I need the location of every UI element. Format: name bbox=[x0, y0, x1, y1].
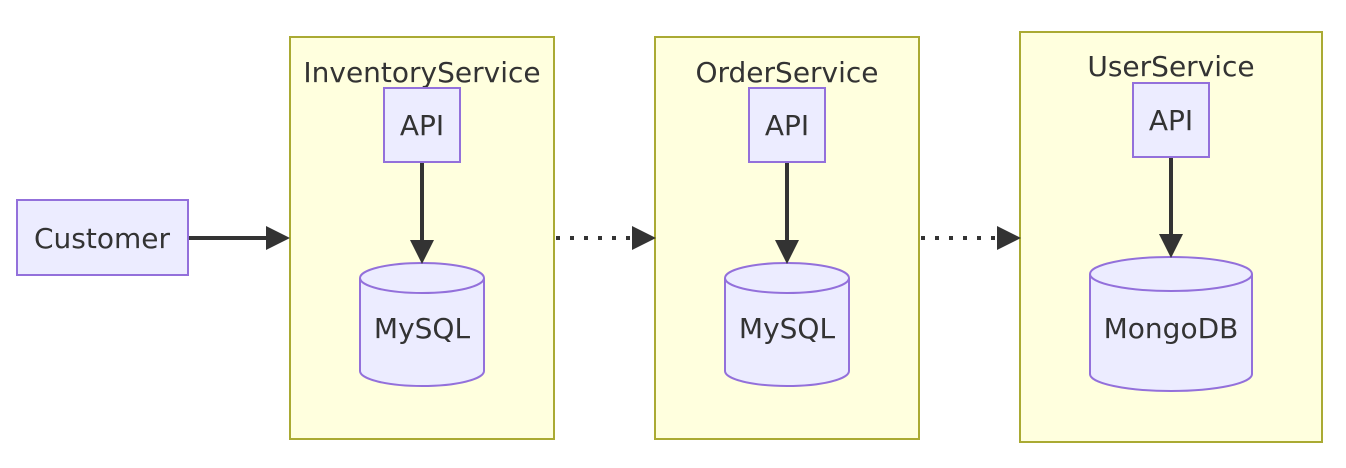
edge-customer-to-inventory bbox=[189, 226, 290, 250]
arrow-head-icon bbox=[632, 226, 656, 250]
edge-user-api-to-mongodb bbox=[1159, 158, 1183, 258]
customer-node-label: Customer bbox=[34, 222, 170, 255]
customer-node[interactable]: Customer bbox=[16, 199, 189, 276]
cluster-inventory-service-title: InventoryService bbox=[303, 56, 540, 89]
user-mongodb-label: MongoDB bbox=[1104, 312, 1239, 345]
order-mysql-cylinder-rim bbox=[724, 277, 850, 294]
user-mongodb-cylinder[interactable] bbox=[1089, 256, 1253, 392]
inventory-mysql-label: MySQL bbox=[374, 312, 471, 345]
cluster-order-service-title: OrderService bbox=[695, 56, 878, 89]
edge-order-to-user bbox=[921, 226, 1021, 250]
inventory-mysql-node[interactable]: MySQL bbox=[359, 262, 485, 387]
user-api-node-label: API bbox=[1149, 104, 1193, 137]
user-api-node-box[interactable] bbox=[1132, 82, 1210, 158]
order-api-node-box[interactable] bbox=[748, 87, 826, 163]
order-mysql-cylinder[interactable] bbox=[724, 262, 850, 387]
arrow-head-icon bbox=[1159, 234, 1183, 258]
order-mysql-node[interactable]: MySQL bbox=[724, 262, 850, 387]
inventory-api-node-label: API bbox=[400, 109, 444, 142]
cluster-user-service-title: UserService bbox=[1087, 50, 1254, 83]
inventory-mysql-cylinder-rim bbox=[359, 277, 485, 294]
arrow-head-icon bbox=[410, 240, 434, 264]
inventory-api-node[interactable]: API bbox=[383, 87, 461, 163]
edge-order-api-to-mysql bbox=[775, 163, 799, 264]
inventory-mysql-cylinder[interactable] bbox=[359, 262, 485, 387]
edge-inventory-to-order bbox=[556, 226, 656, 250]
arrow-head-icon bbox=[997, 226, 1021, 250]
user-mongodb-cylinder-rim bbox=[1089, 273, 1253, 292]
edge-inventory-api-to-mysql bbox=[410, 163, 434, 264]
customer-node-box[interactable] bbox=[16, 199, 189, 276]
order-api-node-label: API bbox=[765, 109, 809, 142]
user-api-node[interactable]: API bbox=[1132, 82, 1210, 158]
order-mysql-label: MySQL bbox=[739, 312, 836, 345]
user-mongodb-node[interactable]: MongoDB bbox=[1089, 256, 1253, 392]
order-api-node[interactable]: API bbox=[748, 87, 826, 163]
arrow-head-icon bbox=[775, 240, 799, 264]
arrow-head-icon bbox=[266, 226, 290, 250]
inventory-api-node-box[interactable] bbox=[383, 87, 461, 163]
